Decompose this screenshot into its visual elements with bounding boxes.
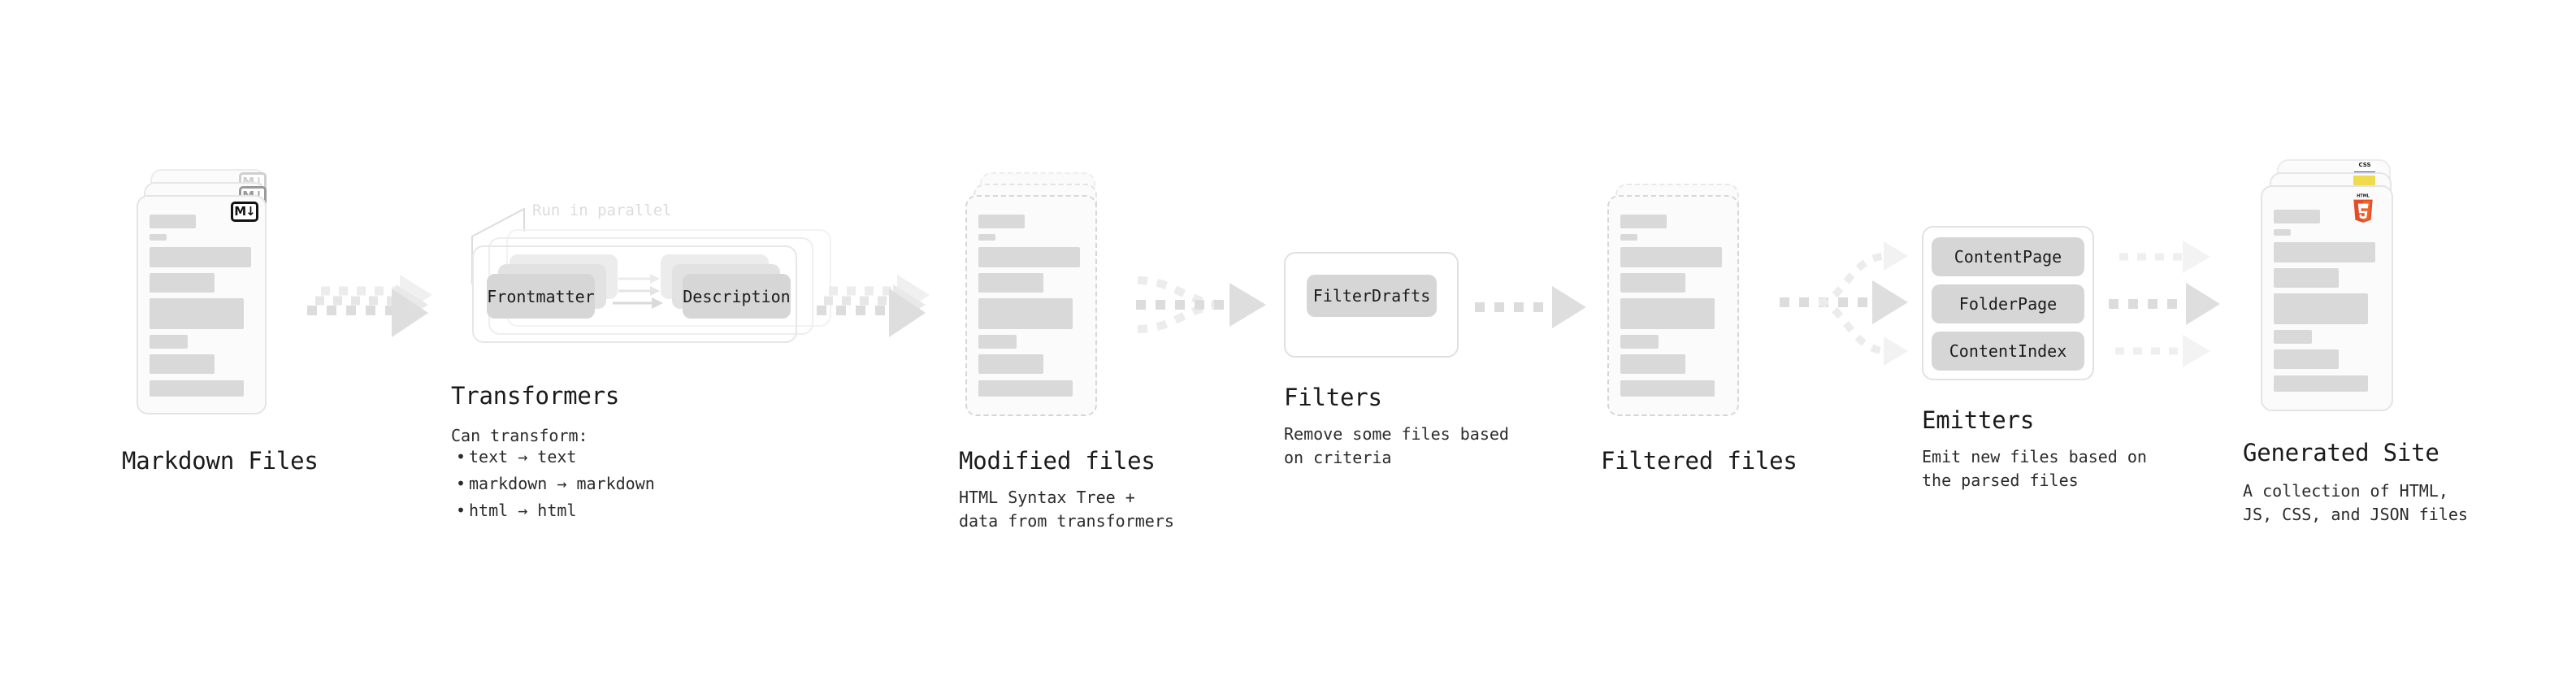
skeleton-line bbox=[1620, 273, 1685, 293]
css-badge-label: CSS bbox=[2358, 162, 2371, 168]
stage-transformers: Run in parallel Frontmat bbox=[451, 0, 857, 681]
stage-filters: FilterDrafts Filters Remove some files b… bbox=[1284, 0, 1593, 681]
stage-title: Generated Site bbox=[2243, 439, 2439, 466]
html5-icon: HTML bbox=[2353, 193, 2373, 223]
skeleton-line bbox=[1620, 234, 1637, 241]
stage-title: Filtered files bbox=[1601, 447, 1798, 475]
skeleton-line bbox=[2274, 293, 2368, 324]
skeleton-line bbox=[978, 234, 995, 241]
stage-markdown-files: M↓ M↓ M↓ Markdown Files bbox=[122, 0, 431, 681]
skeleton-line bbox=[150, 247, 251, 267]
skeleton-line bbox=[978, 273, 1043, 293]
transform-bullet: • html → html bbox=[456, 501, 577, 520]
stage-subtitle: A collection of HTML, JS, CSS, and JSON … bbox=[2243, 481, 2468, 524]
chip-label: ContentPage bbox=[1954, 247, 2062, 267]
site-card-html bbox=[2261, 185, 2393, 411]
filtered-card-front bbox=[1607, 195, 1739, 416]
skeleton-line bbox=[978, 335, 1017, 349]
stage-modified-files: Modified files HTML Syntax Tree + data f… bbox=[959, 0, 1268, 681]
transformer-chip-frontmatter[interactable]: Frontmatter bbox=[487, 274, 595, 319]
skeleton-line bbox=[150, 273, 215, 293]
chip-label: ContentIndex bbox=[1949, 341, 2067, 361]
stage-title: Filters bbox=[1284, 384, 1382, 411]
skeleton-line bbox=[1620, 215, 1667, 228]
chip-label: Description bbox=[683, 286, 791, 306]
skeleton-line bbox=[1620, 298, 1715, 329]
skeleton-line bbox=[2274, 349, 2339, 369]
chip-label: Frontmatter bbox=[487, 286, 595, 306]
skeleton-line bbox=[1620, 335, 1659, 349]
emitter-chip-folderpage[interactable]: FolderPage bbox=[1932, 284, 2084, 323]
skeleton-line bbox=[150, 215, 196, 228]
stage-emitters: ContentPage FolderPage ContentIndex Emit… bbox=[1922, 0, 2231, 681]
transform-bullet: • markdown → markdown bbox=[456, 474, 655, 493]
skeleton-line bbox=[2274, 375, 2368, 392]
skeleton-line bbox=[150, 298, 244, 329]
chip-label: FilterDrafts bbox=[1312, 286, 1431, 306]
filter-chip-filterdrafts[interactable]: FilterDrafts bbox=[1307, 275, 1437, 317]
skeleton-line bbox=[2274, 242, 2375, 262]
skeleton-line bbox=[150, 354, 215, 374]
stage-filtered-files: Filtered files bbox=[1601, 0, 1910, 681]
transform-bullet-list: • text → text • markdown → markdown • ht… bbox=[451, 444, 655, 524]
skeleton-line bbox=[2274, 268, 2339, 288]
transform-bullet: • text → text bbox=[456, 447, 577, 466]
skeleton-line bbox=[2274, 330, 2312, 344]
stage-subtitle: Remove some files based on criteria bbox=[1284, 424, 1509, 467]
skeleton-line bbox=[978, 380, 1073, 397]
stage-subtitle: HTML Syntax Tree + data from transformer… bbox=[959, 488, 1174, 531]
skeleton-line bbox=[978, 247, 1080, 267]
skeleton-line bbox=[2274, 210, 2320, 223]
skeleton-line bbox=[1620, 247, 1722, 267]
stage-subtitle: Can transform: bbox=[451, 426, 588, 445]
svg-text:HTML: HTML bbox=[2357, 193, 2370, 198]
skeleton-line bbox=[978, 298, 1073, 329]
bullet-label: html → html bbox=[469, 501, 577, 520]
markdown-card-front bbox=[137, 195, 267, 414]
emitter-chip-contentpage[interactable]: ContentPage bbox=[1932, 237, 2084, 276]
transformer-chip-description[interactable]: Description bbox=[683, 274, 791, 319]
bullet-label: markdown → markdown bbox=[469, 474, 655, 493]
skeleton-line bbox=[2274, 229, 2291, 236]
stage-title: Transformers bbox=[451, 382, 620, 410]
stage-title: Emitters bbox=[1922, 406, 2035, 434]
emitter-chip-contentindex[interactable]: ContentIndex bbox=[1932, 332, 2084, 371]
skeleton-line bbox=[978, 215, 1025, 228]
stage-subtitle: Emit new files based on the parsed files bbox=[1922, 447, 2147, 490]
transformer-box-front bbox=[472, 245, 797, 343]
skeleton-line bbox=[150, 234, 167, 241]
bullet-label: text → text bbox=[469, 447, 577, 466]
run-in-parallel-label: Run in parallel bbox=[532, 202, 672, 219]
markdown-badge: M↓ bbox=[231, 202, 258, 222]
chip-label: FolderPage bbox=[1958, 294, 2058, 314]
skeleton-line bbox=[978, 354, 1043, 374]
stage-title: Modified files bbox=[959, 447, 1156, 475]
skeleton-line bbox=[1620, 380, 1715, 397]
modified-card-front bbox=[965, 195, 1097, 416]
stage-generated-site: CSS HTML Generate bbox=[2243, 0, 2568, 681]
stage-title: Markdown Files bbox=[122, 447, 319, 475]
skeleton-line bbox=[150, 380, 244, 397]
skeleton-line bbox=[150, 335, 188, 349]
skeleton-line bbox=[1620, 354, 1685, 374]
